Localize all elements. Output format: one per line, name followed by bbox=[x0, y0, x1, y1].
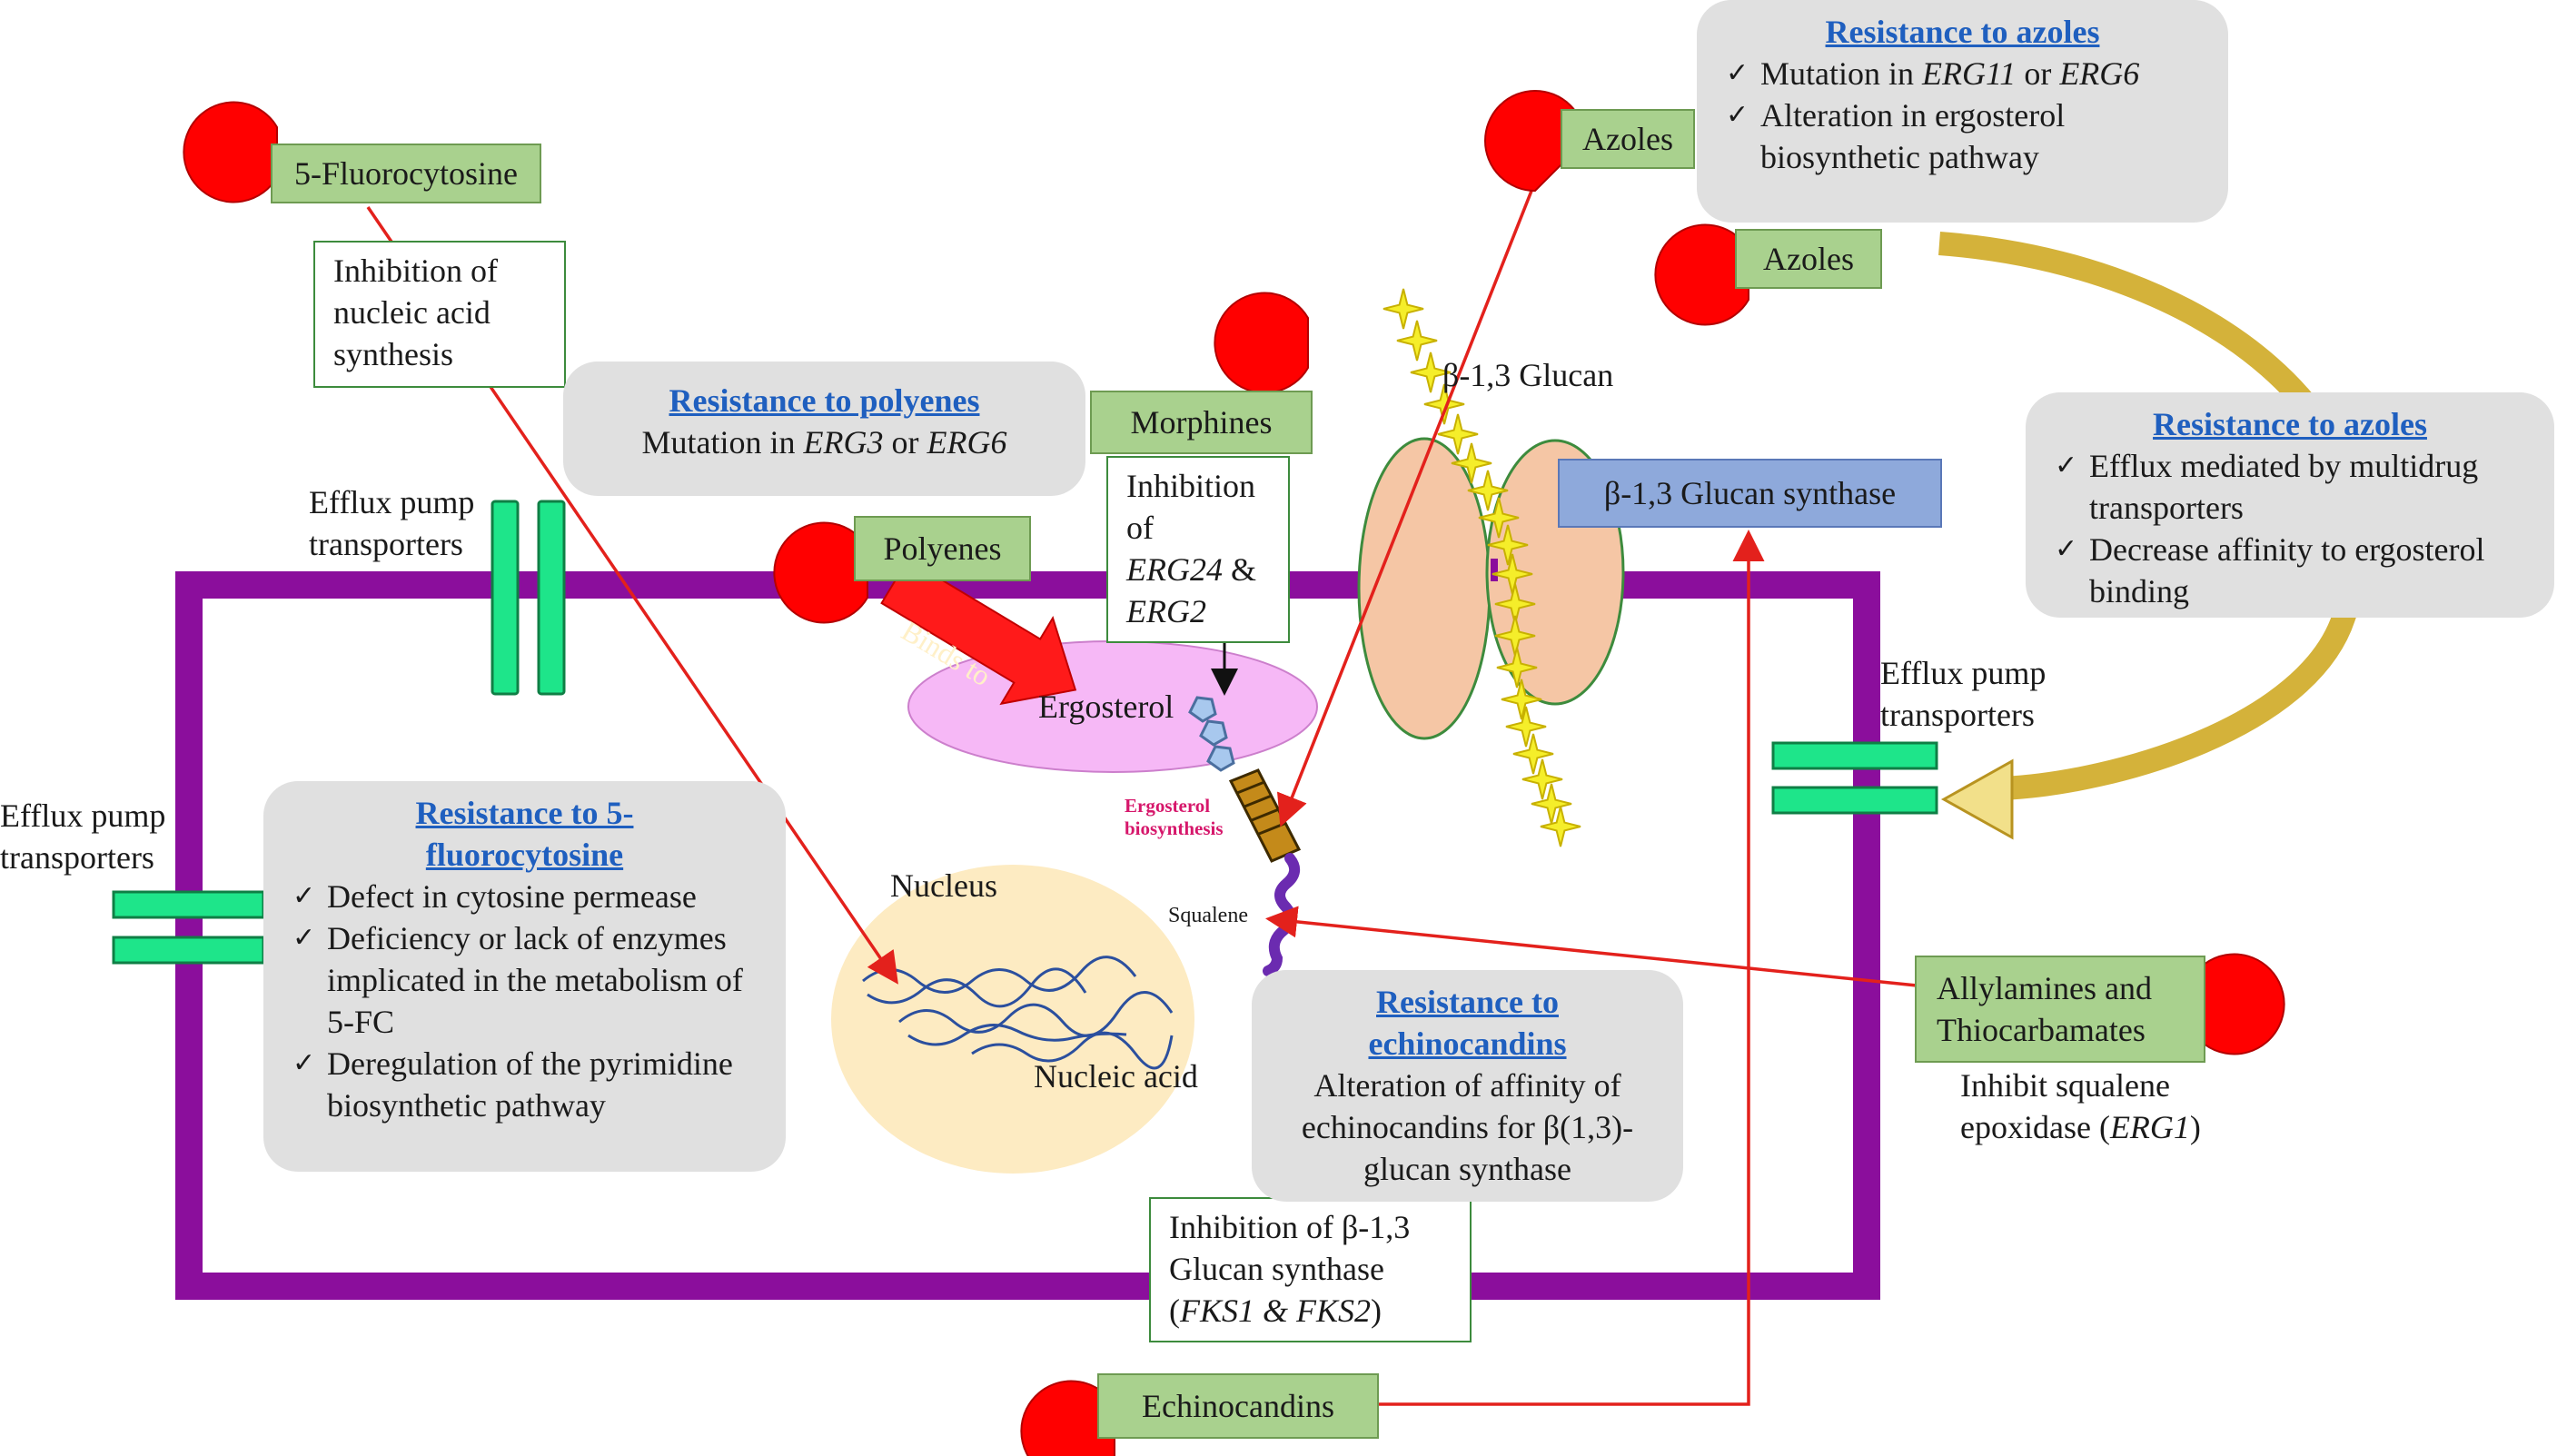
resistance-echinocandins-box: Resistance to echinocandins Alteration o… bbox=[1252, 970, 1683, 1202]
allylamines-label-line1: Allylamines and bbox=[1937, 970, 2152, 1006]
glucan-synthase-inhibition-line2: Glucan synthase bbox=[1169, 1251, 1384, 1287]
resistance-flucytosine-title-line1: Resistance to 5- bbox=[415, 795, 634, 831]
allylamines-drug-marker bbox=[2190, 953, 2285, 1055]
glucan-unit bbox=[1531, 783, 1572, 825]
glucan-unit bbox=[1467, 470, 1509, 511]
glucan-label: β-1,3 Glucan bbox=[1442, 357, 1614, 393]
resistance-azoles-right-box: Resistance to azoles Efflux mediated by … bbox=[2026, 392, 2554, 618]
echinocandins-to-glucan-synthase-arrow bbox=[1376, 530, 1765, 1406]
resistance-azoles-top-box: Resistance to azoles Mutation in ERG11 o… bbox=[1697, 0, 2228, 223]
resistance-flucytosine-title-line2: fluorocytosine bbox=[425, 837, 624, 873]
resistance-azoles-right-item2: Decrease affinity to ergosterol binding bbox=[2051, 529, 2529, 612]
glucan-synthase-inhibition-line1: Inhibition of β-1,3 bbox=[1169, 1209, 1411, 1245]
erg24-inhibition-line1: Inhibition bbox=[1126, 468, 1255, 504]
efflux-pump-right bbox=[1771, 741, 1938, 815]
ergosterol-label: Ergosterol bbox=[1038, 688, 1174, 725]
efflux-pump-left bbox=[112, 890, 265, 965]
erg24-inhibition-line3: ERG24 & bbox=[1126, 551, 1256, 588]
binds-to-arrow bbox=[880, 558, 1077, 706]
morphines-drug-marker bbox=[1214, 292, 1309, 394]
polyenes-drug-marker bbox=[773, 521, 868, 624]
glucan-unit bbox=[1512, 733, 1554, 775]
resistance-azoles-top-item2: Alteration in ergosterol biosynthetic pa… bbox=[1722, 94, 2203, 178]
echinocandins-drug-marker bbox=[1020, 1380, 1115, 1456]
glucan-unit bbox=[1383, 288, 1424, 330]
resistance-azoles-right-item1: Efflux mediated by multidrug transporter… bbox=[2051, 445, 2529, 529]
echinocandins-label: Echinocandins bbox=[1097, 1373, 1379, 1439]
resistance-polyenes-title: Resistance to polyenes bbox=[669, 382, 980, 419]
nucleic-acid-label: Nucleic acid bbox=[1034, 1058, 1198, 1094]
glucan-unit bbox=[1410, 352, 1452, 393]
glucan-chain bbox=[1383, 288, 1581, 847]
squalene-label: Squalene bbox=[1168, 904, 1248, 927]
resistance-azoles-right-title: Resistance to azoles bbox=[2153, 406, 2427, 442]
resistance-echinocandins-title-line2: echinocandins bbox=[1368, 1025, 1567, 1062]
azoles-to-ergosterol-biosynthesis-arrow bbox=[1277, 181, 1537, 827]
glucan-unit bbox=[1540, 806, 1581, 847]
erg24-inhibition-line2: of bbox=[1126, 510, 1154, 546]
efflux-pump-top bbox=[491, 500, 566, 696]
glucan-synthase-box: β-1,3 Glucan synthase bbox=[1558, 459, 1942, 528]
glucan-unit bbox=[1437, 413, 1479, 455]
glucan-unit bbox=[1423, 383, 1465, 425]
glucan-unit bbox=[1451, 442, 1492, 484]
squalene-epoxidase-note: Inhibit squalene epoxidase (ERG1) bbox=[1960, 1067, 2201, 1145]
azoles-mid-drug-marker bbox=[1654, 223, 1749, 326]
cell-membrane bbox=[175, 571, 1880, 1300]
resistance-echinocandins-text: Alteration of affinity of echinocandins … bbox=[1301, 1067, 1634, 1187]
flucytosine-drug-marker bbox=[183, 101, 278, 203]
glucan-synthase-inhibition-box: Inhibition of β-1,3 Glucan synthase (FKS… bbox=[1149, 1197, 1472, 1342]
nucleus-label: Nucleus bbox=[890, 867, 997, 904]
resistance-polyenes-text: Mutation in ERG3 or ERG6 bbox=[641, 424, 1007, 461]
resistance-echinocandins-title-line1: Resistance to bbox=[1376, 984, 1559, 1020]
glucan-unit bbox=[1501, 678, 1542, 720]
azoles-mid-label: Azoles bbox=[1735, 229, 1882, 289]
nucleic-acid-inhibition-line2: nucleic acid bbox=[333, 294, 491, 331]
allylamines-to-squalene-arrow bbox=[1265, 906, 1918, 987]
resistance-flucytosine-item3: Deregulation of the pyrimidine biosynthe… bbox=[289, 1043, 760, 1126]
polyenes-label: Polyenes bbox=[854, 516, 1031, 581]
glucan-unit bbox=[1521, 758, 1563, 800]
resistance-azoles-top-title: Resistance to azoles bbox=[1825, 14, 2100, 50]
azoles-top-label: Azoles bbox=[1561, 109, 1695, 169]
nucleic-acid-inhibition-box: Inhibition of nucleic acid synthesis bbox=[313, 241, 566, 388]
erg24-inhibition-line4: ERG2 bbox=[1126, 593, 1206, 629]
nucleic-acid-strands bbox=[862, 956, 1174, 1070]
nucleic-acid-inhibition-line1: Inhibition of bbox=[333, 253, 498, 289]
resistance-flucytosine-box: Resistance to 5- fluorocytosine Defect i… bbox=[263, 781, 786, 1172]
resistance-polyenes-box: Resistance to polyenes Mutation in ERG3 … bbox=[563, 362, 1085, 496]
allylamines-label: Allylamines and Thiocarbamates bbox=[1915, 956, 2205, 1063]
ergosterol-molecule bbox=[1188, 696, 1235, 772]
glucan-unit bbox=[1496, 647, 1538, 688]
glucan-unit bbox=[1396, 320, 1438, 362]
glucan-unit bbox=[1478, 497, 1520, 539]
resistance-azoles-top-item1: Mutation in ERG11 or ERG6 bbox=[1722, 53, 2203, 94]
azoles-efflux-arrowhead bbox=[1940, 758, 2014, 840]
morphines-label: Morphines bbox=[1090, 391, 1313, 454]
ergosterol-biosynthesis-ladder bbox=[1228, 768, 1302, 863]
squalene-chain bbox=[1263, 853, 1301, 976]
erg24-inhibition-box: Inhibition of ERG24 & ERG2 bbox=[1106, 456, 1290, 643]
nucleic-acid-inhibition-line3: synthesis bbox=[333, 336, 454, 372]
resistance-flucytosine-item2: Deficiency or lack of enzymes implicated… bbox=[289, 917, 760, 1043]
glucan-unit bbox=[1505, 706, 1547, 748]
allylamines-label-line2: Thiocarbamates bbox=[1937, 1012, 2146, 1048]
resistance-flucytosine-item1: Defect in cytosine permease bbox=[289, 876, 760, 917]
glucan-synthase-inhibition-line3: (FKS1 & FKS2) bbox=[1169, 1293, 1383, 1329]
glucan-unit bbox=[1487, 524, 1529, 566]
nucleus-body bbox=[831, 865, 1194, 1174]
flucytosine-label: 5-Fluorocytosine bbox=[271, 144, 541, 203]
